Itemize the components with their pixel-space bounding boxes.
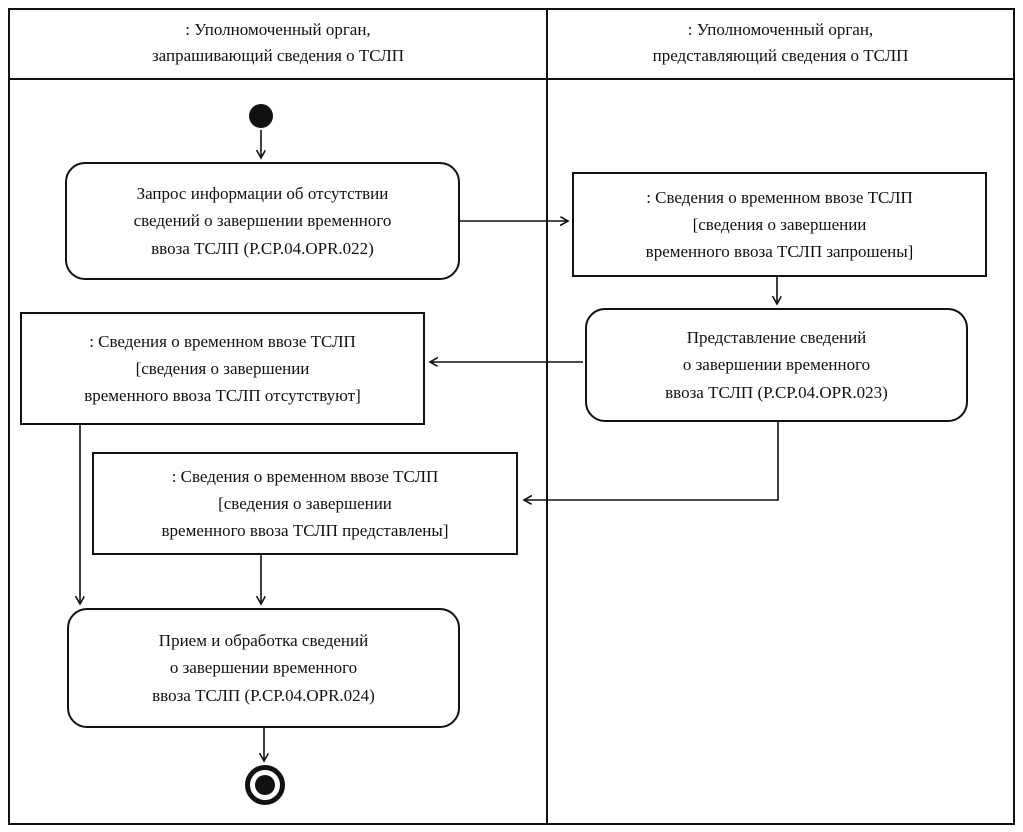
swimlane-header-requesting: : Уполномоченный орган, запрашивающий св… — [151, 19, 405, 65]
initial-node-icon — [249, 104, 273, 128]
swimlane-header-providing: : Уполномоченный орган, представляющий с… — [652, 19, 909, 65]
swimlane-header-underline — [8, 78, 1015, 80]
final-node-dot — [255, 775, 275, 795]
activity-present-023: Представление сведений о завершении врем… — [585, 308, 968, 422]
swimlane-divider — [546, 8, 548, 825]
object-node-presented: : Сведения о временном ввозе ТСЛП [сведе… — [92, 452, 518, 555]
diagram-border — [8, 8, 1015, 825]
activity-request-022: Запрос информации об отсутствии сведений… — [65, 162, 460, 280]
activity-receive-024: Прием и обработка сведений о завершении … — [67, 608, 460, 728]
final-node-icon — [245, 765, 285, 805]
object-node-requested: : Сведения о временном ввозе ТСЛП [сведе… — [572, 172, 987, 277]
object-node-absent: : Сведения о временном ввозе ТСЛП [сведе… — [20, 312, 425, 425]
